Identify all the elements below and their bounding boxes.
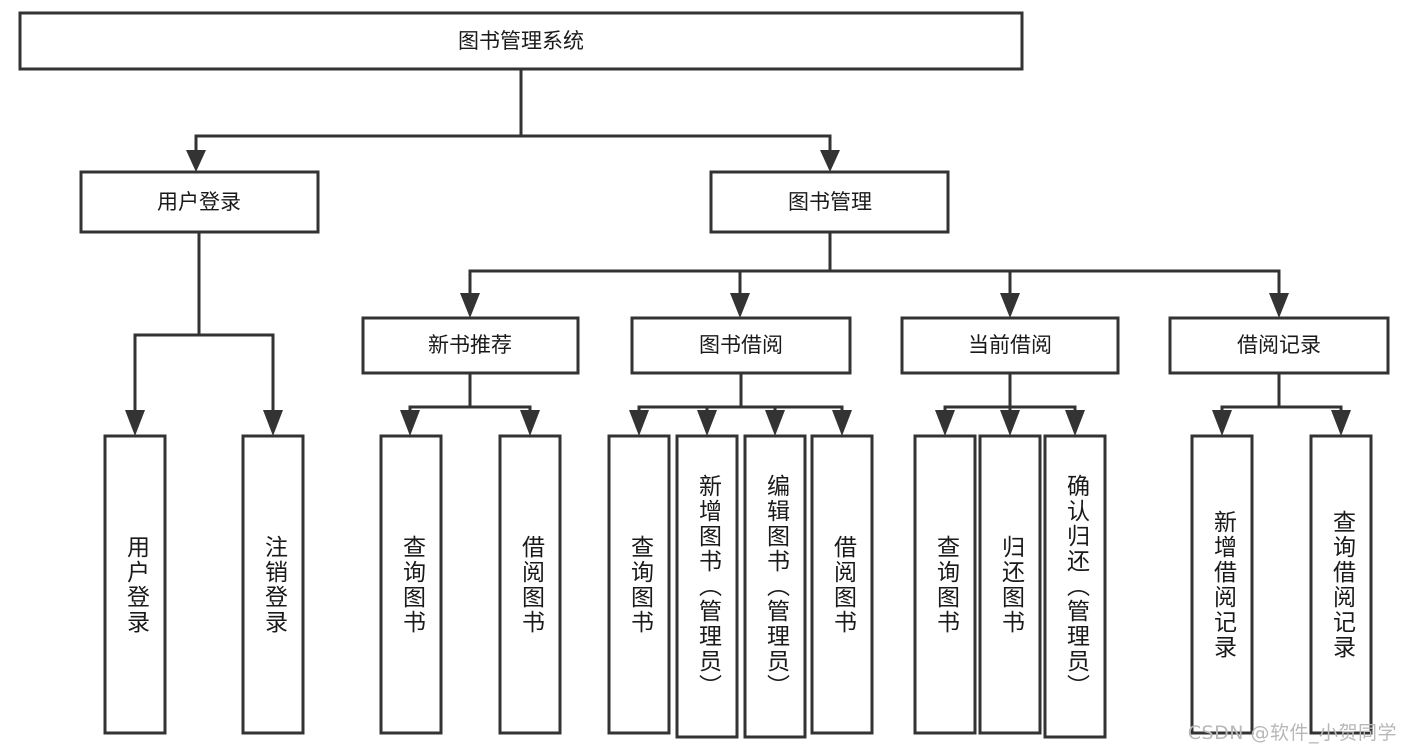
node-user-login[interactable]: 用户登录	[79, 170, 320, 234]
node-user-login-box[interactable]	[79, 170, 320, 234]
node-new-book-recommend[interactable]: 新书推荐	[361, 316, 580, 375]
node-title-box[interactable]	[18, 11, 1024, 71]
node-book-borrow-label: 图书借阅	[699, 333, 783, 357]
node-current-borrow-box[interactable]	[900, 316, 1120, 375]
node-new-book-recommend-box[interactable]	[361, 316, 580, 375]
leaf-box-query-book-3[interactable]	[913, 434, 977, 735]
leaf-box-confirm-return[interactable]	[1043, 434, 1107, 739]
node-current-borrow-label: 当前借阅	[968, 333, 1052, 357]
connector-borrow-record-to-leaves	[1212, 371, 1351, 436]
leaf-box-return-book[interactable]	[978, 434, 1042, 735]
node-book-borrow[interactable]: 图书借阅	[630, 316, 852, 375]
csdn-watermark: CSDN @软件_小贺同学	[1187, 722, 1397, 744]
connector-user-login-to-leaves	[125, 230, 283, 436]
connector-book-manage-to-level3	[460, 230, 1289, 318]
leaf-box-user-login[interactable]	[103, 434, 167, 735]
leaf-box-borrow-book-1[interactable]	[498, 434, 562, 735]
leaf-box-logout-login[interactable]	[241, 434, 305, 735]
node-new-book-recommend-label: 新书推荐	[428, 333, 512, 357]
leaf-box-edit-book[interactable]	[743, 434, 807, 739]
leaf-box-add-book[interactable]	[675, 434, 739, 739]
leaf-box-borrow-book-2[interactable]	[810, 434, 874, 735]
leaf-box-query-book-2[interactable]	[607, 434, 671, 735]
node-current-borrow[interactable]: 当前借阅	[900, 316, 1120, 375]
node-book-manage[interactable]: 图书管理	[709, 170, 950, 234]
node-book-manage-label: 图书管理	[788, 190, 872, 214]
node-borrow-record-label: 借阅记录	[1237, 333, 1321, 357]
connector-title-to-level2	[186, 67, 840, 172]
leaf-box-query-record[interactable]	[1309, 434, 1373, 735]
leaf-box-add-record[interactable]	[1190, 434, 1254, 735]
connector-new-book-recommend-to-leaves	[400, 371, 540, 436]
arrow-head-user-login	[186, 150, 206, 172]
node-title-label: 图书管理系统	[458, 29, 584, 53]
arrow-head-book-manage	[820, 150, 840, 172]
node-user-login-label: 用户登录	[157, 190, 241, 214]
node-borrow-record[interactable]: 借阅记录	[1168, 316, 1390, 375]
node-title[interactable]: 图书管理系统	[18, 11, 1024, 71]
connector-book-borrow-to-leaves	[629, 371, 852, 436]
connector-current-borrow-to-leaves	[935, 371, 1085, 436]
leaf-box-query-book-1[interactable]	[379, 434, 443, 735]
